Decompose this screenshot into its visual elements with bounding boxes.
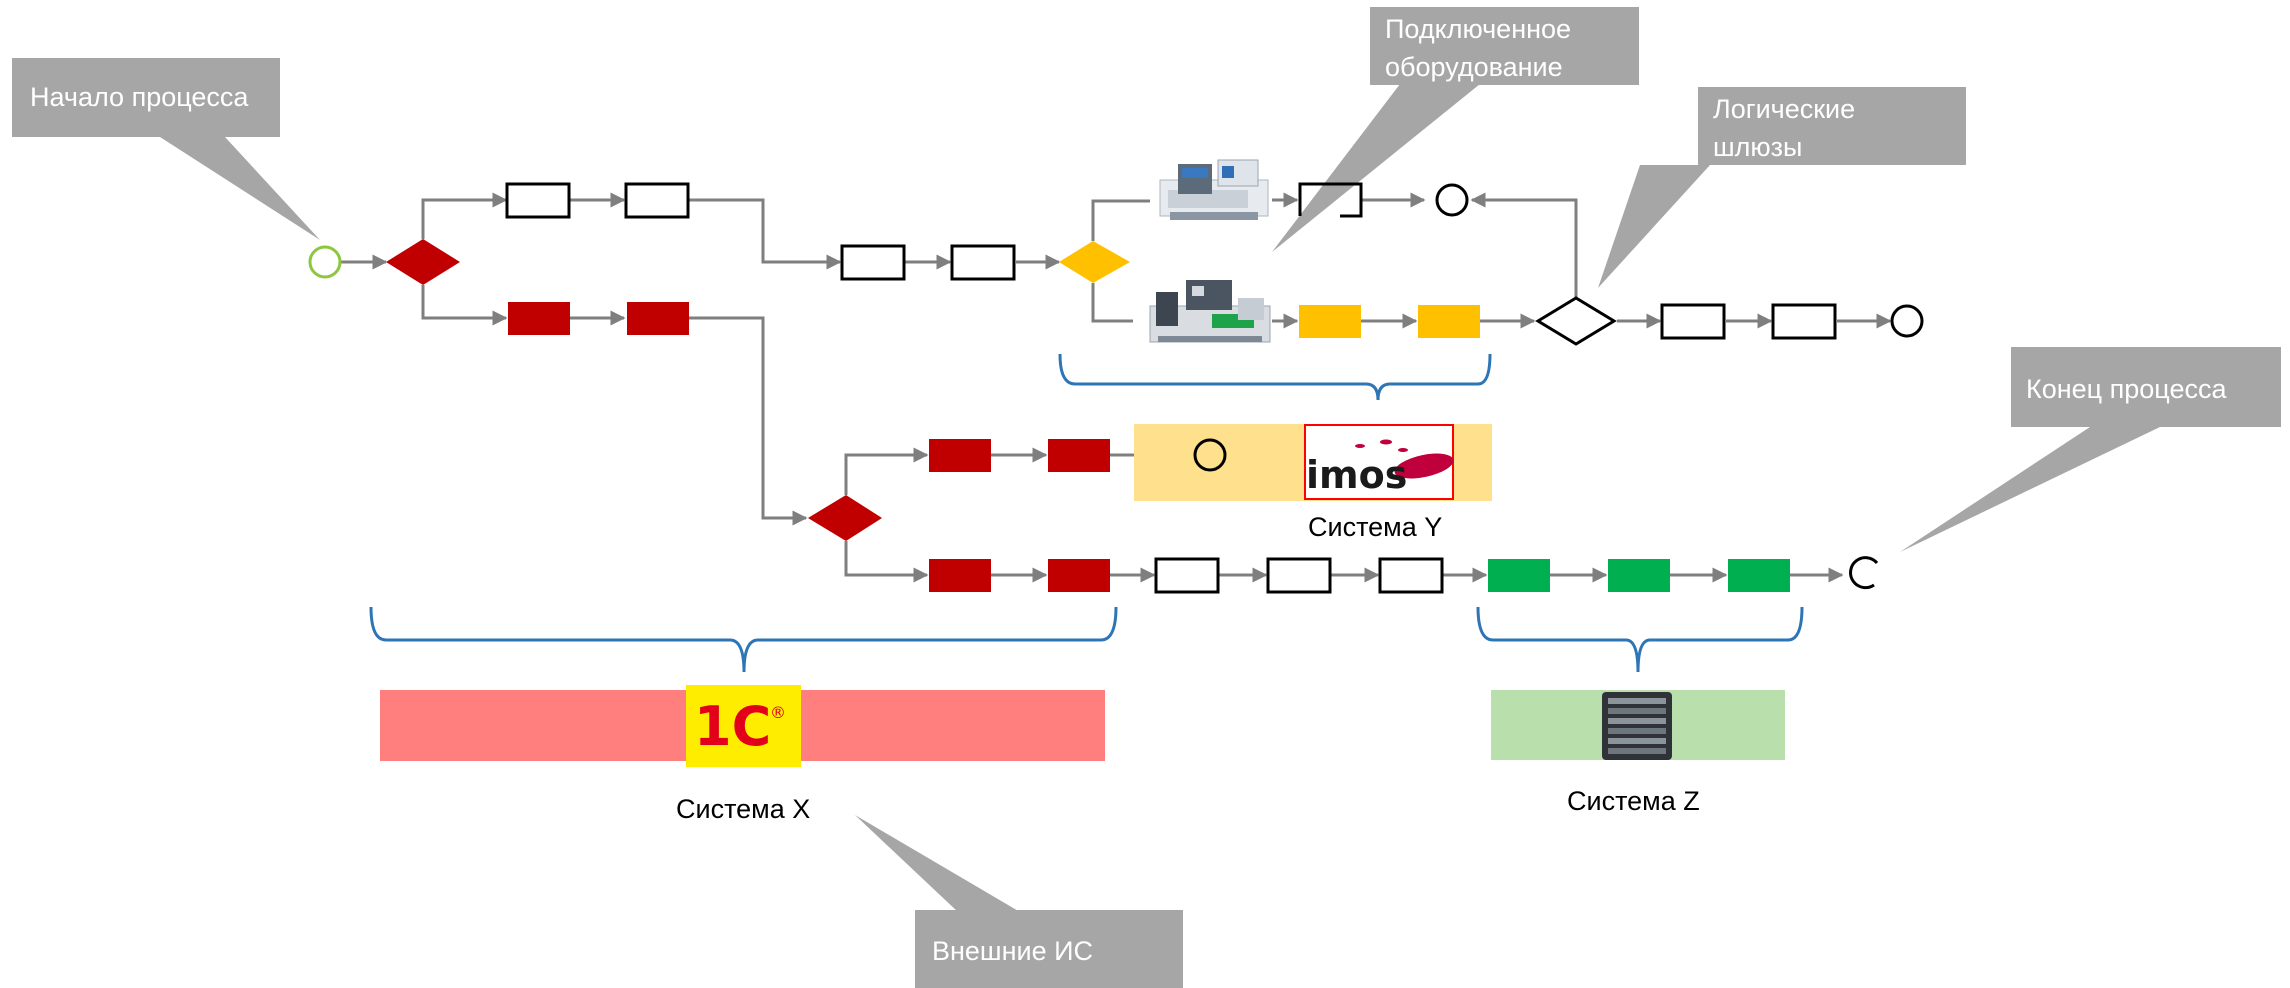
gateway-exclusive-orange	[1059, 241, 1130, 283]
imos-logo-text: imos	[1306, 453, 1407, 497]
bracket-equipment	[1058, 353, 1492, 401]
callout-external: Внешние ИС	[855, 815, 1183, 988]
task-white	[1154, 557, 1220, 594]
task-red	[929, 439, 991, 472]
gateway-logical	[1535, 296, 1617, 346]
callout-end: Конец процесса	[1900, 347, 2281, 552]
task-white	[505, 182, 571, 219]
task-white	[1660, 303, 1726, 340]
gateway-exclusive-red	[386, 239, 460, 285]
callout-gateways-line2: шлюзы	[1713, 132, 1802, 162]
cnc-machine-icon	[1149, 280, 1271, 343]
callout-gateways: Логические шлюзы	[1598, 87, 1966, 288]
onec-logo-text: 1C	[694, 695, 771, 758]
task-red	[627, 302, 689, 335]
onec-logo-mark: ®	[770, 703, 786, 722]
bracket-system-z	[1476, 606, 1804, 673]
task-red	[508, 302, 570, 335]
callout-end-text: Конец процесса	[2026, 374, 2227, 404]
task-white-partial	[1298, 182, 1363, 218]
task-white	[624, 182, 690, 219]
callout-equipment: Подключенное оборудование	[1272, 7, 1639, 252]
task-white	[1771, 303, 1837, 340]
task-red	[1048, 439, 1110, 472]
task-white	[950, 244, 1016, 281]
task-orange	[1299, 305, 1361, 338]
system-x: 1C ® Система X	[380, 685, 1105, 824]
end-event-equipment	[1435, 183, 1469, 217]
onec-logo	[686, 685, 801, 767]
tasks-white	[505, 182, 1837, 594]
task-orange	[1418, 305, 1480, 338]
system-z-label: Система Z	[1567, 786, 1700, 816]
cnc-machine-icon	[1159, 159, 1269, 220]
start-event	[308, 245, 342, 279]
system-y: imos Система Y	[1134, 424, 1492, 542]
tasks-red	[508, 302, 1110, 592]
server-rack-icon	[1602, 692, 1672, 760]
callout-equipment-line1: Подключенное	[1385, 14, 1571, 44]
tasks-orange	[1299, 305, 1480, 338]
end-event-main	[1890, 304, 1924, 338]
task-white	[840, 244, 906, 281]
task-red	[1048, 559, 1110, 592]
task-green	[1608, 559, 1670, 592]
gateway-exclusive-red-2	[808, 495, 882, 541]
bracket-system-x	[369, 606, 1118, 673]
task-white	[1378, 557, 1444, 594]
callout-gateways-line1: Логические	[1713, 94, 1855, 124]
system-y-label: Система Y	[1308, 512, 1442, 542]
callout-external-text: Внешние ИС	[932, 936, 1093, 966]
task-white	[1266, 557, 1332, 594]
callout-equipment-line2: оборудование	[1385, 52, 1563, 82]
system-z: Система Z	[1491, 690, 1785, 816]
callout-start-text: Начало процесса	[30, 82, 249, 112]
system-x-label: Система X	[676, 794, 810, 824]
task-red	[929, 559, 991, 592]
task-green	[1488, 559, 1550, 592]
end-event-process	[1849, 556, 1879, 590]
callout-start: Начало процесса	[12, 58, 320, 240]
tasks-green	[1488, 559, 1790, 592]
task-green	[1728, 559, 1790, 592]
